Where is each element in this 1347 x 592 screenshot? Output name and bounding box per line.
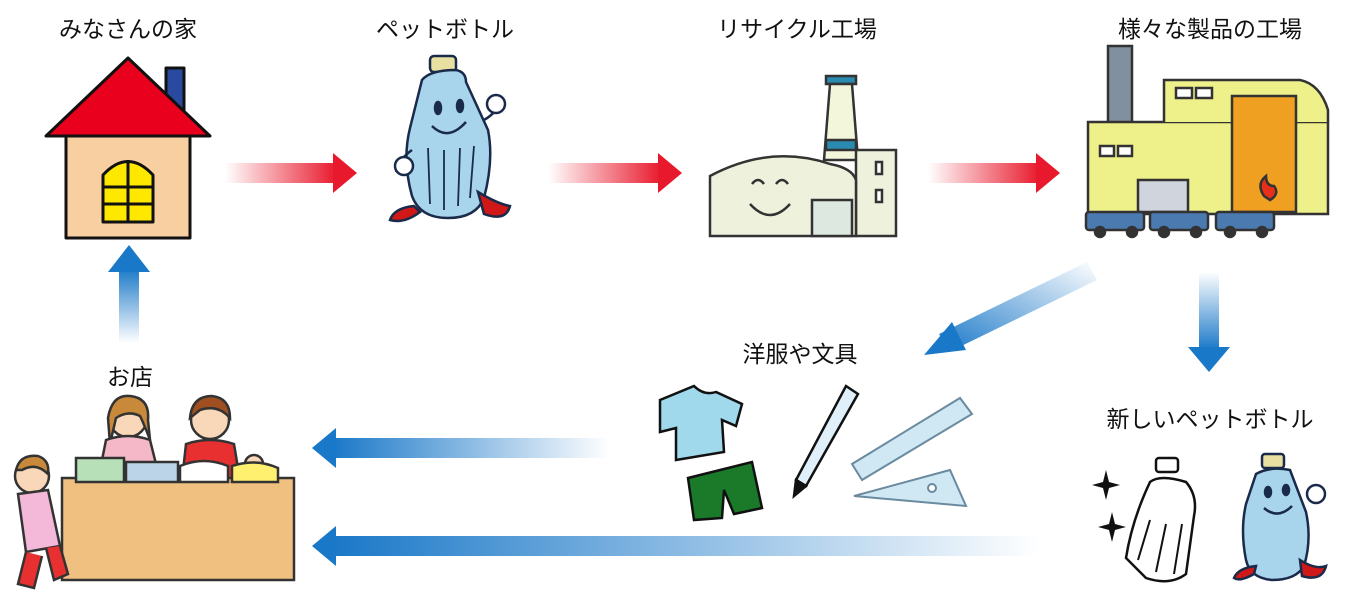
shop-counter-icon <box>13 394 296 590</box>
arrow-product-to-new-bottle <box>1188 272 1230 372</box>
arrow-shop-to-home <box>108 245 150 343</box>
label-home: みなさんの家 <box>59 17 197 43</box>
label-bottle: ペットボトル <box>376 17 514 43</box>
plastic-bottle-icon <box>1124 456 1197 583</box>
arrow-new-bottle-to-shop <box>312 526 1040 566</box>
ruler-icon <box>850 396 974 482</box>
arrow-recycle-to-product <box>928 153 1060 193</box>
shorts-icon <box>686 460 764 522</box>
pen-icon <box>792 384 860 499</box>
bottle-mascot-icon <box>388 54 512 223</box>
triangle-ruler-icon <box>853 468 968 508</box>
new-bottle-mascot-icon <box>1232 452 1328 582</box>
label-new-bottle: 新しいペットボトル <box>1106 407 1314 433</box>
label-shop: お店 <box>107 365 153 391</box>
arrow-home-to-bottle <box>225 153 357 193</box>
product-factory-icon <box>1084 44 1330 239</box>
label-recycle-factory: リサイクル工場 <box>717 17 877 43</box>
arrow-clothes-to-shop <box>312 428 610 468</box>
shirt-icon <box>658 384 744 462</box>
recycle-factory-icon <box>708 74 898 238</box>
house-icon <box>44 56 212 240</box>
arrow-bottle-to-recycle <box>548 153 682 193</box>
sparkle-icon <box>1092 470 1126 542</box>
arrow-product-to-clothes <box>924 262 1097 355</box>
label-clothes-stationery: 洋服や文具 <box>742 342 858 368</box>
label-product-factory: 様々な製品の工場 <box>1118 17 1302 43</box>
